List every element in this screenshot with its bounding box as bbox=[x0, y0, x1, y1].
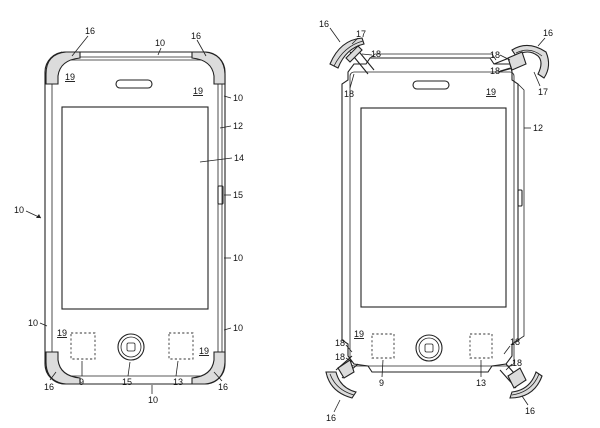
ref-tab-tr: 17 bbox=[538, 87, 548, 97]
ref-screen: 14 bbox=[234, 153, 244, 163]
ref-cap-tr: 16 bbox=[543, 28, 553, 38]
ref-side-button: 15 bbox=[233, 190, 243, 200]
ref-pin-tl-b: 18 bbox=[344, 89, 354, 99]
corner-bumper-br bbox=[191, 351, 226, 385]
pad-left-dashed bbox=[70, 332, 96, 360]
ref-cap-br: 16 bbox=[525, 406, 535, 416]
ref-face: 12 bbox=[233, 121, 243, 131]
ref-side-arrow: 10 bbox=[14, 205, 24, 215]
ref-home-button: 15 bbox=[122, 377, 132, 387]
home-button bbox=[117, 333, 145, 361]
screen bbox=[61, 106, 209, 310]
corner-bumper-tl bbox=[45, 51, 81, 85]
ref-pin-br-b: 18 bbox=[512, 358, 522, 368]
ref-pin-bl-b: 18 bbox=[335, 352, 345, 362]
ref-u-tr-right: 19 bbox=[486, 87, 496, 97]
ref-corner-tr: 16 bbox=[191, 31, 201, 41]
ref-right-mid: 10 bbox=[233, 253, 243, 263]
ref-pad-left: 9 bbox=[79, 377, 84, 387]
screen-right bbox=[360, 107, 507, 308]
pad-left-dashed-right bbox=[371, 333, 395, 359]
ref-face-right: 12 bbox=[533, 123, 543, 133]
ref-u-bl: 19 bbox=[57, 328, 67, 338]
ref-pin-bl-a: 18 bbox=[335, 338, 345, 348]
cap-top-left bbox=[329, 37, 375, 75]
cap-bottom-right bbox=[499, 363, 543, 399]
side-button-right bbox=[517, 189, 523, 207]
side-arrow bbox=[25, 210, 42, 219]
ref-pin-br-a: 18 bbox=[510, 337, 520, 347]
earpiece-slot bbox=[115, 79, 153, 89]
home-button-right bbox=[415, 334, 443, 362]
ref-cap-tl: 16 bbox=[319, 19, 329, 29]
ref-pad-right-right: 13 bbox=[476, 378, 486, 388]
earpiece-slot-right bbox=[412, 80, 450, 90]
device-body-outline bbox=[44, 51, 226, 385]
side-button bbox=[217, 185, 224, 205]
ref-top-edge: 10 bbox=[155, 38, 165, 48]
ref-right-top: 10 bbox=[233, 93, 243, 103]
ref-bottom-edge: 10 bbox=[148, 395, 158, 405]
ref-pad-right: 13 bbox=[173, 377, 183, 387]
corner-bumper-tr bbox=[191, 51, 226, 85]
ref-pin-tr-a: 18 bbox=[490, 50, 500, 60]
ref-corner-br: 16 bbox=[218, 382, 228, 392]
pad-right-dashed bbox=[168, 332, 194, 360]
ref-pad-left-right: 9 bbox=[379, 378, 384, 388]
device-face bbox=[51, 59, 219, 377]
ref-right-bottom: 10 bbox=[233, 323, 243, 333]
ref-pin-tl-a: 18 bbox=[371, 49, 381, 59]
ref-corner-tl: 16 bbox=[85, 26, 95, 36]
cap-bottom-left bbox=[325, 355, 359, 399]
ref-u-tl: 19 bbox=[65, 72, 75, 82]
device-body-notched bbox=[341, 57, 519, 373]
ref-tab-tl: 17 bbox=[356, 29, 366, 39]
leader-lines-left bbox=[39, 35, 233, 394]
ref-u-br: 19 bbox=[199, 346, 209, 356]
ref-left-bottom: 10 bbox=[28, 318, 38, 328]
ref-u-tr: 19 bbox=[193, 86, 203, 96]
device-figure-right: 16 17 18 18 16 18 18 17 19 12 19 18 18 9… bbox=[319, 19, 553, 423]
device-face-right bbox=[349, 71, 515, 367]
ref-u-bl-right: 19 bbox=[354, 329, 364, 339]
leader-lines-right bbox=[329, 27, 546, 413]
corner-bumper-bl bbox=[45, 351, 81, 385]
device-figure-left: 16 10 16 19 19 10 12 14 15 10 10 10 10 1… bbox=[14, 26, 244, 405]
cap-top-right bbox=[493, 44, 550, 79]
ref-corner-bl: 16 bbox=[44, 382, 54, 392]
ref-pin-tr-b: 18 bbox=[490, 66, 500, 76]
pad-right-dashed-right bbox=[469, 333, 493, 359]
ref-cap-bl: 16 bbox=[326, 413, 336, 423]
